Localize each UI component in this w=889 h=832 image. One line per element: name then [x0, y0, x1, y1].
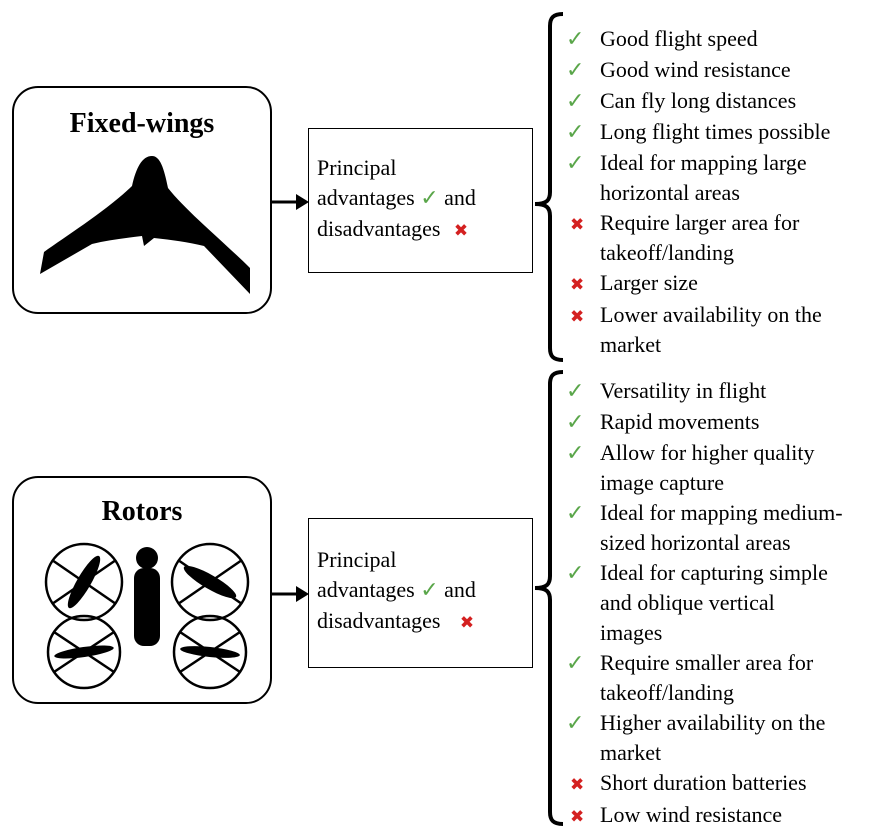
rotors-list: ✓ Versatility in flight ✓ Rapid movements ✓ A… [566, 376, 843, 832]
advantage-item: ✓ Require smaller area for takeoff/landing [566, 648, 843, 708]
item-text-line: Allow for higher quality [600, 440, 815, 465]
advantage-item: ✓ Long flight times possible [566, 117, 830, 148]
item-text-line: Ideal for capturing simple [600, 560, 828, 585]
check-icon: ✓ [566, 410, 585, 435]
advantage-item: ✓ Rapid movements [566, 407, 843, 438]
item-text-line: Can fly long distances [600, 88, 797, 113]
advantage-item: ✓ Versatility in flight [566, 376, 843, 407]
cross-icon: ✖ [453, 221, 469, 241]
fixed-wings-list: ✓Good flight speed✓Good wind resistance✓… [566, 24, 830, 360]
item-text-line: horizontal areas [600, 180, 740, 205]
cross-icon: ✖ [570, 775, 585, 795]
fixed-wings-arrow [272, 194, 309, 210]
item-text-line: Ideal for mapping medium- [600, 500, 843, 525]
item-text-line: images [600, 620, 663, 645]
item-text-line: Long flight times possible [600, 119, 831, 144]
rotors-summary-box: Principal advantages ✓ and disadvantages… [308, 518, 533, 668]
advantage-item: ✓ Higher availability on the market [566, 708, 843, 768]
item-text-line: Low wind resistance [600, 802, 783, 827]
rotors-arrow [272, 586, 309, 602]
item-text-line: market [600, 332, 662, 357]
fixed-wing-drone-icon [40, 156, 250, 294]
item-text-line: Lower availability on the [600, 302, 822, 327]
advantage-item: ✓ Ideal for mapping medium-sized horizont… [566, 498, 843, 558]
disadvantage-item: ✖ Low wind resistance [566, 800, 843, 832]
item-text-line: and oblique vertical [600, 590, 775, 615]
summary-line-principal: Principal [317, 547, 397, 572]
item-text-line: takeoff/landing [600, 240, 734, 265]
advantage-item: ✓ Ideal for mapping large horizontal areas [566, 148, 830, 208]
check-icon: ✓ [420, 186, 439, 211]
check-icon: ✓ [566, 561, 585, 586]
check-icon: ✓ [566, 651, 585, 676]
summary-line-principal: Principal [317, 155, 397, 180]
disadvantage-item: ✖ Lower availability on the market [566, 300, 830, 360]
item-text-line: Good flight speed [600, 26, 758, 51]
item-text-line: Require smaller area for [600, 650, 814, 675]
disadvantage-item: ✖ Require larger area for takeoff/landing [566, 208, 830, 268]
fixed-wings-summary-box: Principal advantages ✓ and disadvantages… [308, 128, 533, 273]
item-text-line: image capture [600, 470, 724, 495]
item-text-line: Ideal for mapping large [600, 150, 807, 175]
quadcopter-drone-icon [44, 542, 250, 690]
advantage-item: ✓ Allow for higher quality image capture [566, 438, 843, 498]
item-text-line: Higher availability on the [600, 710, 826, 735]
item-text-line: sized horizontal areas [600, 530, 791, 555]
fixed-wings-title: Fixed-wings [69, 108, 215, 139]
advantage-item: ✓ Can fly long distances [566, 86, 830, 117]
check-icon: ✓ [566, 501, 585, 526]
item-text-line: market [600, 740, 662, 765]
item-text-line: Good wind resistance [600, 57, 791, 82]
cross-icon: ✖ [570, 215, 585, 235]
summary-disadvantages-label: disadvantages [317, 608, 441, 633]
check-icon: ✓ [566, 151, 585, 176]
check-icon: ✓ [566, 120, 585, 145]
summary-and-label: and [444, 577, 476, 602]
check-icon: ✓ [566, 379, 585, 404]
summary-and-label: and [444, 185, 476, 210]
check-icon: ✓ [566, 27, 585, 52]
item-text-line: takeoff/landing [600, 680, 734, 705]
cross-icon: ✖ [459, 613, 475, 633]
advantage-item: ✓ Ideal for capturing simple and oblique v… [566, 558, 843, 648]
cross-icon: ✖ [570, 307, 585, 327]
check-icon: ✓ [566, 711, 585, 736]
summary-advantages-label: advantages [317, 185, 415, 210]
item-text-line: Versatility in flight [600, 378, 767, 403]
check-icon: ✓ [566, 441, 585, 466]
item-text-line: Larger size [600, 270, 698, 295]
fixed-wings-card: Fixed-wings [12, 86, 272, 314]
item-text-line: Require larger area for [600, 210, 800, 235]
check-icon: ✓ [566, 89, 585, 114]
advantage-item: ✓ Good flight speed [566, 24, 830, 55]
item-text-line: Short duration batteries [600, 770, 807, 795]
rotors-card: Rotors [12, 476, 272, 704]
check-icon: ✓ [566, 58, 585, 83]
check-icon: ✓ [420, 578, 439, 603]
summary-disadvantages-label: disadvantages [317, 216, 441, 241]
advantage-item: ✓ Good wind resistance [566, 55, 830, 86]
rotors-title: Rotors [101, 496, 183, 527]
item-text-line: Rapid movements [600, 409, 760, 434]
fixed-wings-bracket [534, 12, 564, 362]
summary-advantages-label: advantages [317, 577, 415, 602]
disadvantage-item: ✖ Larger size [566, 268, 830, 300]
cross-icon: ✖ [570, 275, 585, 295]
rotors-bracket [534, 370, 564, 826]
disadvantage-item: ✖ Short duration batteries [566, 768, 843, 800]
cross-icon: ✖ [570, 807, 585, 827]
